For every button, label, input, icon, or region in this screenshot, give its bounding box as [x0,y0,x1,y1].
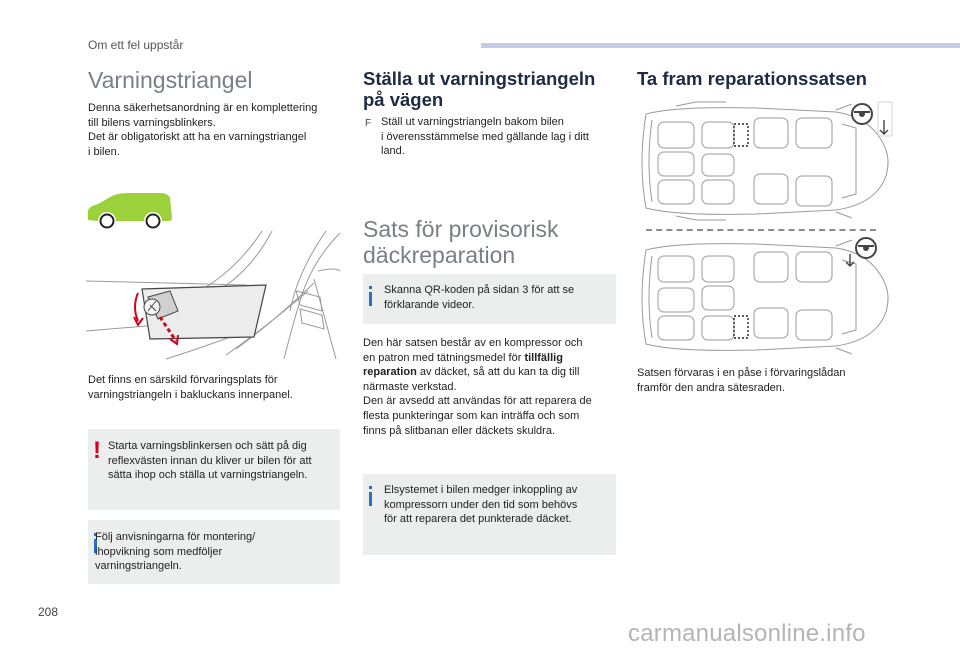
body-line: Den är avsedd att användas för att repar… [363,395,592,408]
body-bold: reparation [363,366,417,379]
intro-line: i bilen. [88,145,120,158]
page-number: 208 [38,605,59,619]
qr-info-box: Skanna QR-koden på sidan 3 för att se fö… [363,274,616,324]
intro-paragraph: Denna säkerhetsanordning är en komplette… [88,101,348,159]
subtitle-line: Sats för provisorisk [363,216,559,242]
car-icon [88,193,172,229]
divider-dashed [646,229,876,231]
storage-line: Det finns en särskild förvaringsplats fö… [88,374,278,386]
body-bold: tillfällig [524,351,563,364]
elec-line: för att reparera det punkterade däcket. [384,513,572,526]
storage-paragraph: Det finns en särskild förvaringsplats fö… [88,373,348,402]
title-varningstriangel: Varningstriangel [88,67,253,93]
kit-paragraph: Den här satsen består av en kompressor o… [363,336,623,438]
bullet-line: Ställ ut varningstriangeln bakom bilen [381,116,564,128]
title-stalla-ut: Ställa ut varningstriangeln på vägen [363,68,595,110]
bullet-marker: F [365,118,372,129]
warning-line: Starta varningsblinkersen och sätt på di… [108,440,307,452]
body-text: en patron med tätningsmedel för [363,351,525,364]
title-sats: Sats för provisorisk däckreparation [363,216,559,268]
caption-line: framför den andra sätesraden. [637,381,785,394]
qr-line: Skanna QR-koden på sidan 3 för att se [384,284,575,296]
warning-line: reflexvästen innan du kliver ur bilen fö… [108,454,312,467]
elec-line: Elsystemet i bilen medger inkoppling av [384,484,578,496]
storage-caption: Satsen förvaras i en påse i förvaringslå… [637,366,897,395]
intro-line: Det är obligatoriskt att ha en varningst… [88,131,307,144]
body-line: närmaste verkstad. [363,380,457,393]
section-header: Om ett fel uppstår [88,38,184,52]
title-line: Ställa ut varningstriangeln [363,68,596,89]
intro-line: Denna säkerhetsanordning är en komplette… [88,102,318,114]
caption-line: Satsen förvaras i en påse i förvaringslå… [637,367,846,379]
title-line: på vägen [363,89,444,110]
watermark: carmanualsonline.info [628,620,866,647]
bullet-line: i överensstämmelse med gällande lag i di… [381,130,589,143]
title-ta-fram: Ta fram reparationssatsen [637,68,867,89]
car-top-view-illustration [641,101,893,221]
header-bar [481,43,960,48]
placement-paragraph: Ställ ut varningstriangeln bakom bilen i… [381,115,621,159]
info-line: ihopvikning som medföljer [95,545,223,558]
car-top-view-illustration-2 [641,237,889,355]
body-line: Den här satsen består av en kompressor o… [363,337,583,349]
exclamation-icon: ! [93,437,101,464]
warning-line: sätta ihop och ställa ut varningstriange… [108,469,308,482]
warning-box: ! Starta varningsblinkersen och sätt på … [88,429,340,510]
assembly-info-box: Följ anvisningarna för montering/ ihopvi… [88,520,340,584]
body-line: en patron med tätningsmedel för tillfäll… [363,351,623,366]
bullet-line: land. [381,145,405,158]
body-line: reparation av däcket, så att du kan ta d… [363,365,623,380]
qr-line: förklarande videor. [384,298,475,311]
electrical-info-box: Elsystemet i bilen medger inkoppling av … [363,474,616,555]
intro-line: till bilens varningsblinkers. [88,116,216,129]
info-line: varningstriangeln. [95,560,182,573]
subtitle-line: däckreparation [363,242,516,268]
body-text: av däcket, så att du kan ta dig till [416,366,580,379]
elec-line: kompressorn under den tid som behövs [384,498,578,511]
storage-line: varningstriangeln i bakluckans innerpane… [88,388,293,401]
body-line: finns på slitbanan eller däckets skuldra… [363,424,555,437]
tailgate-illustration [86,231,340,360]
info-line: Följ anvisningarna för montering/ [95,531,256,543]
body-line: flesta punkteringar som kan inträffa och… [363,409,580,422]
